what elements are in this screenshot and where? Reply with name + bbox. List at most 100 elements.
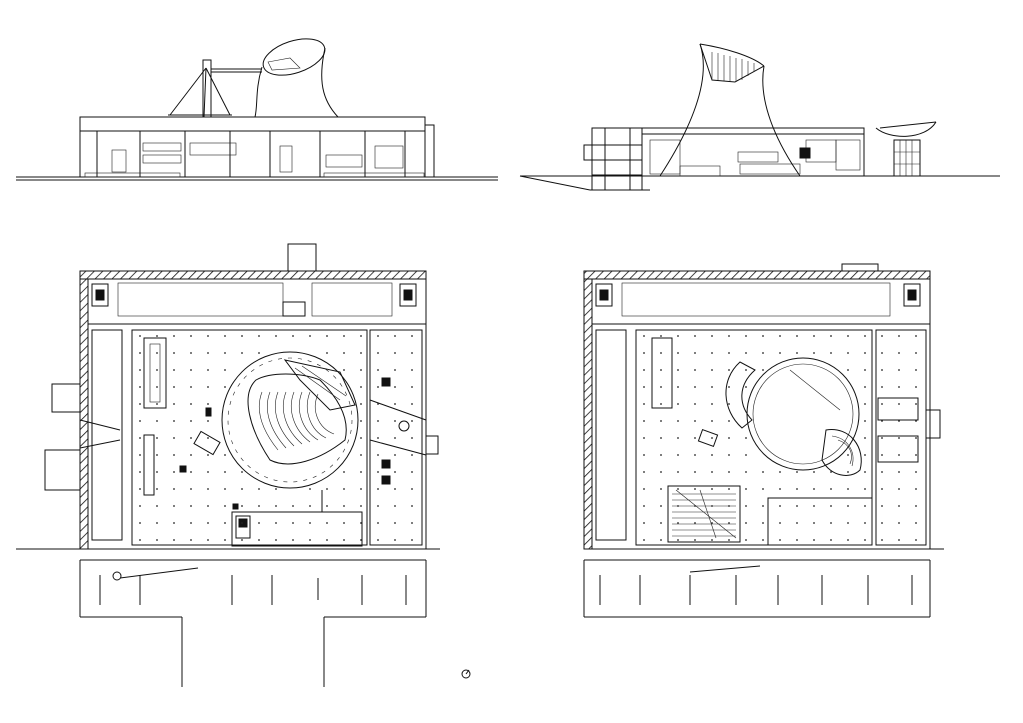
column-dot bbox=[173, 488, 175, 490]
column-dot bbox=[915, 352, 917, 354]
column-dot bbox=[711, 454, 713, 456]
column-dot bbox=[377, 335, 379, 337]
column-dot bbox=[864, 420, 866, 422]
column-dot bbox=[847, 471, 849, 473]
column-dot bbox=[881, 488, 883, 490]
column-dot bbox=[677, 369, 679, 371]
column-dot bbox=[394, 369, 396, 371]
column-dot bbox=[898, 352, 900, 354]
column-dot bbox=[796, 471, 798, 473]
elevation-columns bbox=[96, 131, 406, 177]
column-dot bbox=[360, 454, 362, 456]
column-dot bbox=[411, 522, 413, 524]
column-dot bbox=[864, 522, 866, 524]
column-dot bbox=[190, 539, 192, 541]
column-dot bbox=[881, 454, 883, 456]
column-dot bbox=[207, 522, 209, 524]
column-dot bbox=[762, 505, 764, 507]
column-dot bbox=[813, 352, 815, 354]
elevation-right bbox=[519, 43, 1000, 191]
column-dot bbox=[762, 522, 764, 524]
column-dot bbox=[915, 335, 917, 337]
column-dot bbox=[411, 369, 413, 371]
column-dot bbox=[813, 471, 815, 473]
column-dot bbox=[173, 437, 175, 439]
column-dot bbox=[643, 539, 645, 541]
column-dot bbox=[411, 437, 413, 439]
column-dot bbox=[660, 335, 662, 337]
column-dot bbox=[173, 420, 175, 422]
column-dot bbox=[292, 335, 294, 337]
column-dot bbox=[864, 437, 866, 439]
column-dot bbox=[377, 352, 379, 354]
entrance-canopy bbox=[583, 548, 944, 618]
column-dot bbox=[694, 437, 696, 439]
column-dot bbox=[326, 352, 328, 354]
column-dot bbox=[292, 539, 294, 541]
column-dot bbox=[864, 454, 866, 456]
column-dot bbox=[207, 539, 209, 541]
column-dot bbox=[258, 352, 260, 354]
stair-cores bbox=[91, 283, 417, 307]
column-dot bbox=[779, 539, 781, 541]
column-dot bbox=[660, 488, 662, 490]
column-dot bbox=[411, 352, 413, 354]
stair-cores bbox=[595, 283, 921, 307]
column-dot bbox=[190, 403, 192, 405]
column-dot bbox=[156, 454, 158, 456]
column-dot bbox=[275, 505, 277, 507]
column-dot bbox=[898, 386, 900, 388]
column-dot bbox=[830, 471, 832, 473]
column-dot bbox=[173, 539, 175, 541]
column-dot bbox=[190, 505, 192, 507]
column-dot bbox=[190, 352, 192, 354]
column-dot bbox=[411, 403, 413, 405]
column-dot bbox=[643, 403, 645, 405]
column-dot bbox=[677, 522, 679, 524]
column-dot bbox=[779, 505, 781, 507]
column-dot bbox=[224, 352, 226, 354]
column-dot bbox=[241, 539, 243, 541]
column-dot bbox=[660, 505, 662, 507]
column-dot bbox=[360, 335, 362, 337]
column-dot bbox=[711, 539, 713, 541]
column-dot bbox=[830, 505, 832, 507]
column-dot bbox=[660, 386, 662, 388]
column-dot bbox=[139, 369, 141, 371]
column-dot bbox=[377, 369, 379, 371]
plan-right bbox=[583, 263, 944, 618]
column-dot bbox=[207, 420, 209, 422]
column-dot bbox=[326, 539, 328, 541]
column-dot bbox=[360, 352, 362, 354]
column-dot bbox=[411, 539, 413, 541]
column-dot bbox=[360, 471, 362, 473]
column-dot bbox=[309, 488, 311, 490]
column-dot bbox=[394, 437, 396, 439]
stair-block bbox=[667, 485, 741, 543]
column-dot bbox=[156, 522, 158, 524]
column-dot bbox=[326, 488, 328, 490]
column-dot bbox=[881, 352, 883, 354]
column-dot bbox=[711, 505, 713, 507]
column-dot bbox=[394, 403, 396, 405]
column-dot bbox=[694, 420, 696, 422]
column-dot bbox=[830, 522, 832, 524]
column-dot bbox=[411, 335, 413, 337]
column-dot bbox=[173, 471, 175, 473]
column-dot bbox=[377, 522, 379, 524]
column-dot bbox=[847, 352, 849, 354]
column-dot bbox=[881, 437, 883, 439]
column-dot bbox=[207, 369, 209, 371]
column-dot bbox=[813, 335, 815, 337]
column-dot bbox=[881, 335, 883, 337]
north-wall bbox=[79, 270, 427, 280]
column-dot bbox=[139, 454, 141, 456]
column-dot bbox=[915, 403, 917, 405]
column-dot bbox=[813, 522, 815, 524]
column-dot bbox=[745, 522, 747, 524]
column-dot bbox=[728, 488, 730, 490]
column-dot bbox=[190, 488, 192, 490]
column-dot bbox=[173, 454, 175, 456]
column-dot bbox=[156, 403, 158, 405]
elevation-openings bbox=[84, 142, 425, 178]
